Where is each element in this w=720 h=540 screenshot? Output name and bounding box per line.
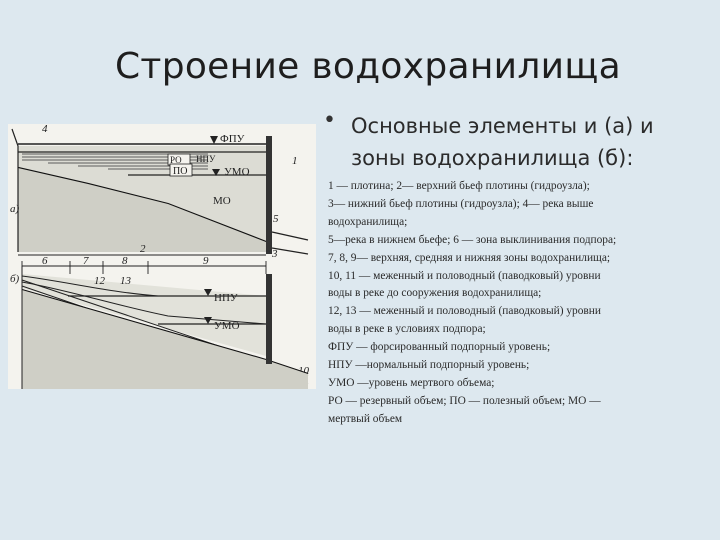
upstream-edge-a — [11, 128, 19, 252]
number-label: 6 — [42, 255, 48, 267]
npu-label-b: НПУ — [214, 292, 238, 304]
bullet-icon: • — [323, 108, 336, 133]
dam-a — [266, 136, 272, 254]
backwater-flood-curve — [21, 275, 266, 297]
number-label: 10 — [298, 365, 310, 377]
legend-line: 12, 13 — меженный и половодный (паводков… — [328, 305, 601, 318]
reservoir-diagram: РО ПО МО ФПУ УМО НПУ 4 1 5 а) — [8, 123, 316, 389]
dam-b — [266, 274, 272, 364]
mo-label: МО — [213, 195, 231, 207]
lower-bed-a — [271, 247, 309, 255]
legend-line: ФПУ — форсированный подпорный уровень; — [328, 341, 551, 354]
umo-marker-icon — [212, 169, 220, 176]
ground-a — [18, 168, 266, 252]
number-label: 3 — [271, 248, 278, 260]
ro-label: РО — [170, 155, 182, 165]
legend-line: 3— нижний бьеф плотины (гидроузла); 4— р… — [328, 197, 594, 210]
npu-marker-icon — [204, 289, 212, 296]
legend-text: 1 — плотина; 2— верхний бьеф плотины (ги… — [328, 178, 688, 429]
fpu-marker-icon — [210, 136, 218, 144]
panel-a-label: а) — [10, 203, 20, 215]
legend-line: 1 — плотина; 2— верхний бьеф плотины (ги… — [328, 180, 590, 192]
legend-line: УМО —уровень мертвого объема; — [328, 376, 495, 389]
number-label: 7 — [83, 255, 89, 267]
reservoir-diagram-svg: РО ПО МО ФПУ УМО НПУ 4 1 5 а) — [8, 123, 316, 389]
backwater-low-curve — [21, 281, 267, 325]
legend-line: мертвый объем — [328, 412, 403, 425]
umo-label: УМО — [224, 166, 250, 178]
po-label: ПО — [173, 166, 187, 177]
legend-line: водохранилища; — [328, 215, 408, 228]
legend-line: РО — резервный объем; ПО — полезный объе… — [328, 394, 601, 407]
number-label: 9 — [203, 255, 209, 267]
legend-line: воды в реке до сооружения водохранилища; — [328, 287, 542, 300]
panel-b-label: б) — [10, 273, 20, 285]
lower-pool-a — [271, 231, 309, 241]
number-label: 2 — [140, 243, 146, 255]
fpu-label: ФПУ — [220, 133, 245, 145]
npu-label: НПУ — [196, 154, 216, 164]
legend-line: 5—река в нижнем бьефе; 6 — зона выклинив… — [328, 233, 617, 246]
number-label: 12 — [94, 275, 106, 287]
reservoir-water-b — [22, 274, 266, 356]
number-label: 4 — [42, 124, 48, 135]
bullet-text: Основные элементы и (а) и зоны водохрани… — [351, 114, 654, 170]
number-label: 13 — [120, 275, 132, 287]
number-label: 1 — [292, 155, 298, 167]
ground-b — [22, 290, 308, 389]
slide-title: Строение водохранилища — [115, 46, 621, 87]
number-label: 5 — [273, 213, 279, 225]
legend-line: 7, 8, 9— верхняя, средняя и нижняя зоны … — [328, 251, 611, 264]
umo-label-b: УМО — [214, 320, 240, 332]
legend-line: 10, 11 — меженный и половодный (паводков… — [328, 269, 601, 282]
legend-line: воды в реке в условиях подпора; — [328, 323, 486, 336]
legend-line: НПУ —нормальный подпорный уровень; — [328, 359, 530, 372]
number-label: 8 — [122, 255, 128, 267]
po-box — [169, 163, 193, 177]
